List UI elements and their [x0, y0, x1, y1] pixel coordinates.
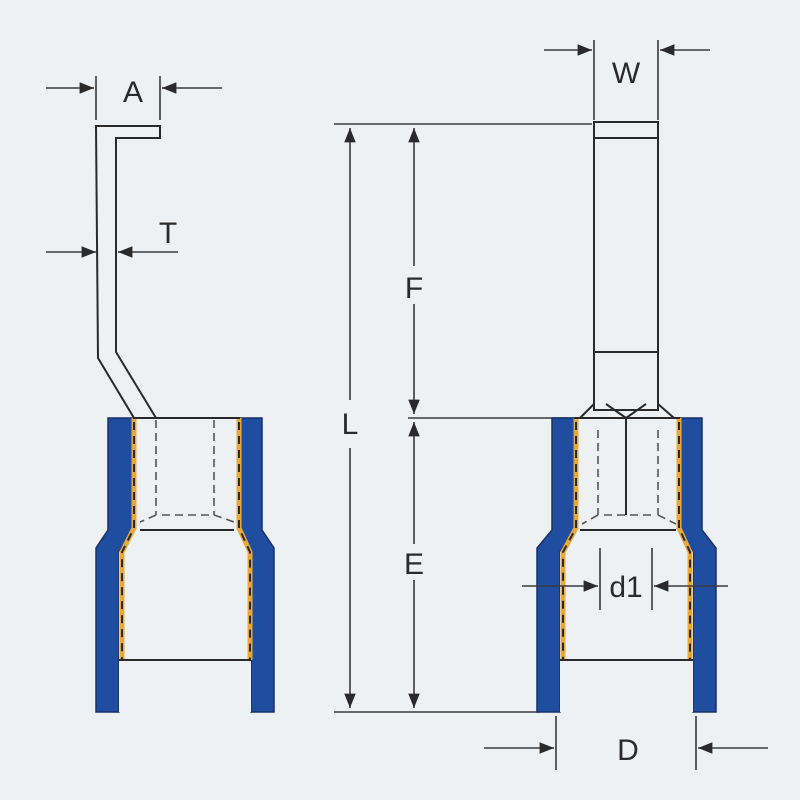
label-L: L: [342, 408, 359, 441]
label-E: E: [404, 548, 424, 581]
label-F: F: [405, 272, 423, 305]
label-W: W: [612, 57, 641, 90]
side-barrel-liner-right-dash: [238, 422, 251, 660]
side-inner-cavity: [119, 418, 251, 712]
front-inner-cavity: [560, 418, 693, 712]
label-A: A: [123, 76, 143, 109]
front-hidden-line: [581, 514, 677, 525]
front-barrel-liner-right-dash: [678, 422, 691, 660]
front-pin-blade: [593, 121, 659, 411]
side-hidden-line: [139, 514, 235, 523]
length-dimensions: L F E: [334, 123, 592, 713]
side-barrel-liner-left-dash: [121, 422, 135, 660]
side-view: A T: [46, 76, 275, 713]
label-T: T: [159, 217, 177, 250]
side-pin-blade: [94, 125, 161, 419]
front-view: W d1 D: [484, 40, 768, 770]
front-barrel-liner-left-dash: [562, 422, 577, 660]
label-D: D: [617, 734, 639, 767]
label-d1: d1: [609, 571, 642, 604]
